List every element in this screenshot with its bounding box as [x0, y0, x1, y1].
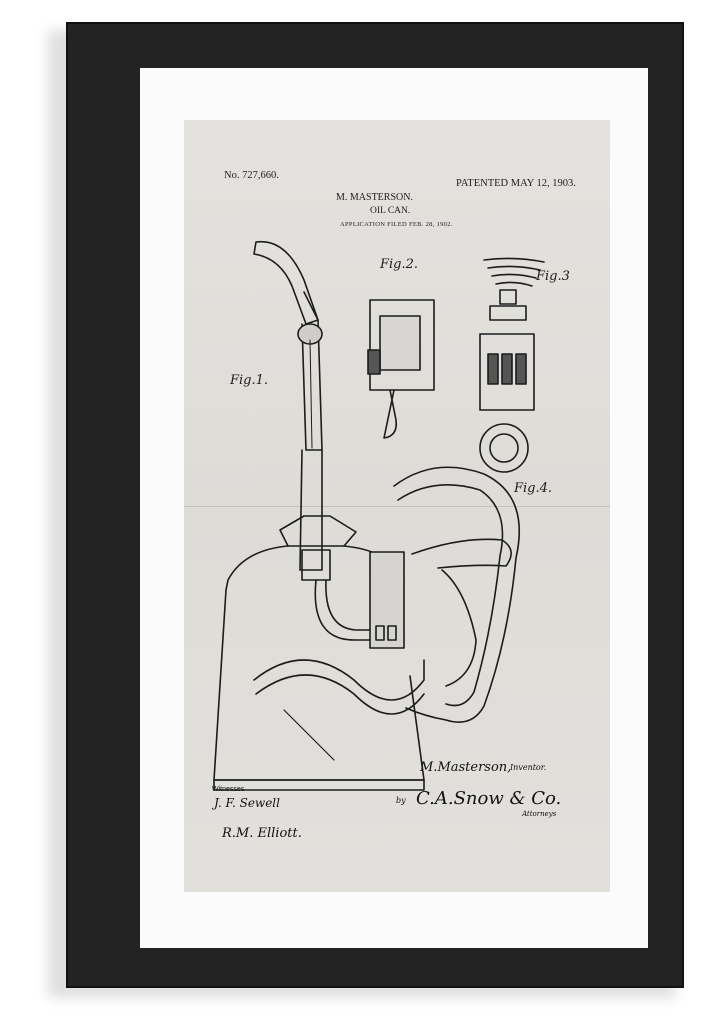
fig3-label: Fig.3 — [535, 269, 570, 284]
fig2-housing — [369, 299, 435, 391]
cap-neck — [301, 549, 331, 581]
spout-tip — [253, 240, 319, 325]
can-cap — [279, 515, 357, 547]
fig3-window-3 — [515, 353, 527, 385]
fig2-label: Fig.2. — [379, 257, 418, 272]
witness-signature-2: R.M. Elliott. — [222, 826, 302, 841]
fig3-cylinder — [479, 333, 535, 411]
inventor-label: Inventor. — [510, 763, 547, 772]
by-label: by — [396, 796, 406, 805]
attorneys-label: Attorneys — [522, 810, 557, 818]
spout-shade — [309, 339, 313, 449]
pump-window — [375, 625, 385, 641]
fig4-ring-outer — [479, 423, 529, 473]
attorney-signature: C.A.Snow & Co. — [416, 788, 562, 809]
hose-2 — [255, 674, 425, 715]
patent-drawing: Fig.1. Fig.2. Fig.3 Fig.4. — [213, 240, 570, 791]
patent-inventor-name: M. MASTERSON. — [336, 192, 413, 203]
patent-date: PATENTED MAY 12, 1903. — [456, 178, 576, 189]
witness-signature-1: J. F. Sewell — [214, 796, 280, 810]
patent-title: OIL CAN. — [370, 206, 411, 216]
fig3-plug — [489, 305, 527, 321]
inner-rod — [283, 709, 335, 761]
lever-arm — [411, 538, 512, 569]
fig2-side — [367, 349, 381, 375]
inner-tube-2 — [325, 579, 375, 631]
inner-tube — [314, 579, 375, 641]
fig3-window-1 — [487, 353, 499, 385]
fig1-label: Fig.1. — [229, 373, 268, 388]
application-filed: APPLICATION FILED FEB. 28, 1902. — [340, 221, 453, 228]
inventor-signature: M.Masterson, — [420, 760, 512, 775]
paper-fold — [184, 506, 610, 507]
spout-lower — [299, 449, 323, 571]
fig2-inner — [379, 315, 421, 371]
handle-outer — [393, 466, 520, 723]
can-base — [213, 779, 425, 791]
hose — [253, 659, 425, 701]
fig3-window-2 — [501, 353, 513, 385]
fig2-spout — [383, 389, 398, 439]
fig3-spring — [483, 257, 545, 287]
can-shoulder — [225, 545, 289, 591]
pump-cylinder — [369, 551, 405, 649]
lever-curve — [441, 569, 477, 687]
pump-window-2 — [387, 625, 397, 641]
handle-inner — [397, 484, 504, 707]
witnesses-label: Witnesses — [212, 786, 245, 793]
fig3-cap — [499, 289, 517, 305]
patent-number: No. 727,660. — [224, 170, 279, 181]
patent-paper: No. 727,660. PATENTED MAY 12, 1903. M. M… — [184, 120, 610, 892]
fig4-label: Fig.4. — [513, 481, 552, 496]
fig4-ring-inner — [489, 433, 519, 463]
